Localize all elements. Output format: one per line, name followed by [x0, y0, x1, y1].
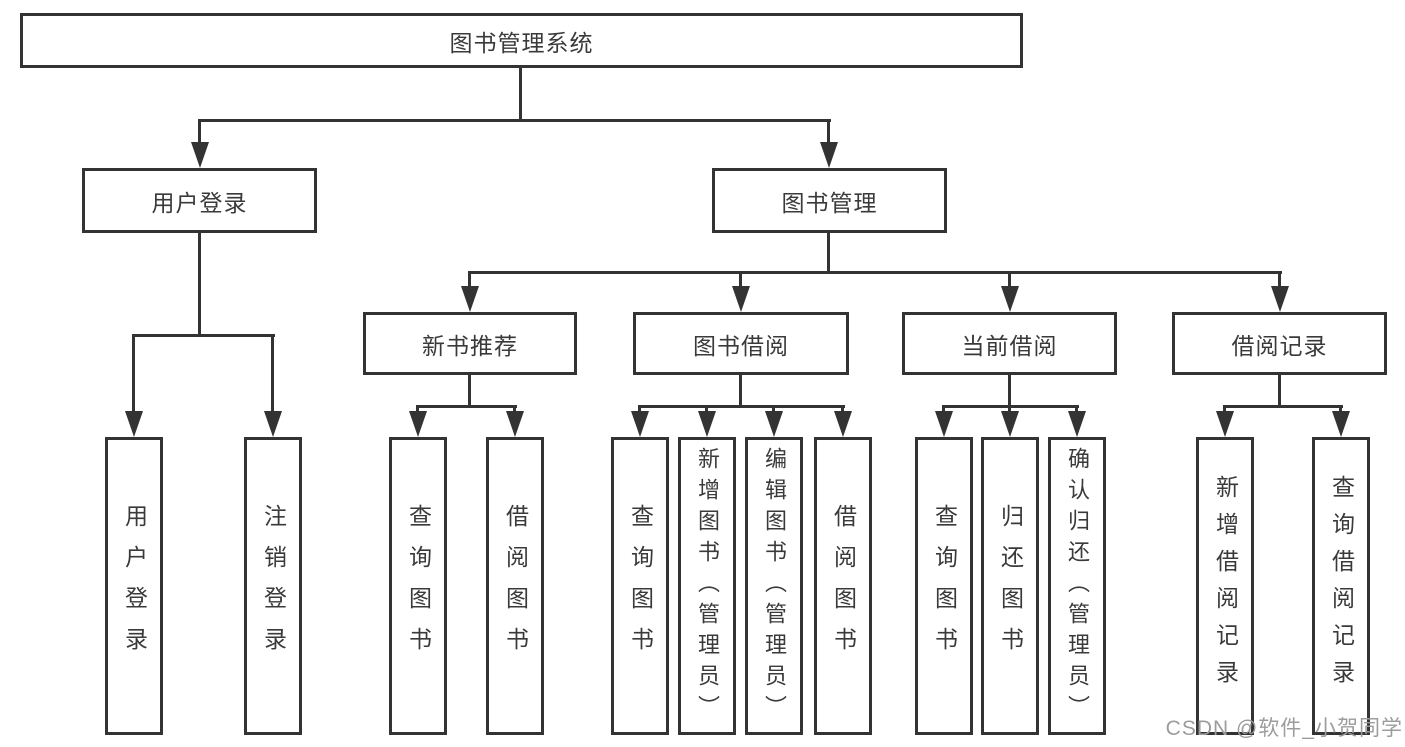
leaf-query-borrow-record: 查询借阅记录	[1312, 437, 1370, 735]
connector-current-borrow-stem	[1008, 375, 1011, 407]
connector-to-book-mgmt	[827, 119, 830, 145]
leaf-return-books-label: 归还图书	[997, 504, 1024, 668]
arrowhead-down-icon	[1332, 411, 1350, 437]
arrowhead-down-icon	[765, 411, 783, 437]
connector-leaf-stem	[1339, 405, 1342, 415]
node-current-borrow-label: 当前借阅	[961, 332, 1058, 359]
connector-book-borrow-stem	[739, 375, 742, 407]
arrowhead-down-icon	[1216, 411, 1234, 437]
connector-leaf-stem	[638, 405, 641, 415]
connector-root-stem	[519, 68, 522, 119]
arrowhead-down-icon	[1001, 286, 1019, 312]
connector-leaf-stem	[416, 405, 419, 415]
leaf-return-books: 归还图书	[981, 437, 1039, 735]
arrowhead-down-icon	[834, 411, 852, 437]
connector-to-leaf-user-login	[132, 334, 135, 416]
connector-level3-bar	[468, 271, 1282, 274]
leaf-edit-books-admin-label: 编辑图书（管理员）	[762, 446, 787, 726]
connector-to-user-login	[198, 119, 201, 145]
node-user-login: 用户登录	[82, 168, 317, 233]
connector-book-mgmt-stem	[827, 233, 830, 274]
connector-to-book-borrow	[739, 271, 742, 289]
node-borrow-records: 借阅记录	[1172, 312, 1387, 375]
connector-to-leaf-logout	[271, 334, 274, 416]
leaf-add-books-admin-label: 新增图书（管理员）	[695, 446, 720, 726]
connector-leaf-stem	[1008, 405, 1011, 415]
leaf-edit-books-admin: 编辑图书（管理员）	[745, 437, 803, 735]
node-current-borrow: 当前借阅	[902, 312, 1117, 375]
arrowhead-down-icon	[461, 286, 479, 312]
arrowhead-down-icon	[820, 142, 838, 168]
connector-to-new-book	[468, 271, 471, 289]
node-book-mgmt: 图书管理	[712, 168, 947, 233]
node-borrow-records-label: 借阅记录	[1231, 332, 1328, 359]
arrowhead-down-icon	[1271, 286, 1289, 312]
arrowhead-down-icon	[631, 411, 649, 437]
leaf-add-books-admin: 新增图书（管理员）	[678, 437, 736, 735]
node-book-borrow: 图书借阅	[633, 312, 849, 375]
connector-user-login-stem	[198, 233, 201, 337]
connector-leaf-stem	[942, 405, 945, 415]
connector-borrow-records-stem	[1278, 375, 1281, 407]
node-book-borrow-label: 图书借阅	[693, 332, 789, 359]
leaf-query-books-current: 查询图书	[915, 437, 973, 735]
connector-user-login-bar	[132, 334, 275, 337]
arrowhead-down-icon	[264, 411, 282, 437]
arrowhead-down-icon	[409, 411, 427, 437]
leaf-user-login: 用户登录	[105, 437, 163, 735]
arrowhead-down-icon	[191, 142, 209, 168]
connector-leaf-stem	[1075, 405, 1078, 415]
arrowhead-down-icon	[125, 411, 143, 437]
connector-to-current-borrow	[1008, 271, 1011, 289]
leaf-confirm-return-admin: 确认归还（管理员）	[1048, 437, 1106, 735]
connector-new-book-bar	[417, 405, 517, 408]
arrowhead-down-icon	[698, 411, 716, 437]
arrowhead-down-icon	[1068, 411, 1086, 437]
leaf-borrow-books-label: 借阅图书	[830, 504, 857, 668]
node-new-book-recommend-label: 新书推荐	[422, 332, 518, 359]
leaf-confirm-return-admin-label: 确认归还（管理员）	[1065, 446, 1090, 726]
connector-borrow-records-bar	[1223, 405, 1343, 408]
connector-book-borrow-bar	[638, 405, 845, 408]
connector-level1-bar	[198, 119, 831, 122]
leaf-user-login-label: 用户登录	[121, 504, 148, 668]
leaf-borrow-books: 借阅图书	[814, 437, 872, 735]
arrowhead-down-icon	[1001, 411, 1019, 437]
leaf-borrow-books-recommend-label: 借阅图书	[502, 504, 529, 668]
connector-leaf-stem	[1223, 405, 1226, 415]
connector-leaf-stem	[841, 405, 844, 415]
node-root-label: 图书管理系统	[449, 29, 594, 56]
connector-leaf-stem	[513, 405, 516, 415]
node-user-login-label: 用户登录	[151, 189, 248, 216]
arrowhead-down-icon	[935, 411, 953, 437]
leaf-query-books-borrow-label: 查询图书	[627, 504, 654, 668]
leaf-query-books-current-label: 查询图书	[931, 504, 958, 668]
leaf-add-borrow-record: 新增借阅记录	[1196, 437, 1254, 735]
leaf-query-borrow-record-label: 查询借阅记录	[1328, 475, 1355, 697]
connector-new-book-stem	[468, 375, 471, 407]
leaf-borrow-books-recommend: 借阅图书	[486, 437, 544, 735]
node-root: 图书管理系统	[20, 13, 1023, 68]
arrowhead-down-icon	[506, 411, 524, 437]
connector-to-borrow-records	[1278, 271, 1281, 289]
connector-leaf-stem	[772, 405, 775, 415]
csdn-watermark: CSDN @软件_小贺同学	[1165, 717, 1403, 740]
node-new-book-recommend: 新书推荐	[363, 312, 577, 375]
connector-leaf-stem	[705, 405, 708, 415]
leaf-add-borrow-record-label: 新增借阅记录	[1212, 475, 1239, 697]
leaf-logout-label: 注销登录	[260, 504, 287, 668]
arrowhead-down-icon	[732, 286, 750, 312]
leaf-logout: 注销登录	[244, 437, 302, 735]
leaf-query-books-borrow: 查询图书	[611, 437, 669, 735]
leaf-query-books-recommend: 查询图书	[389, 437, 447, 735]
leaf-query-books-recommend-label: 查询图书	[405, 504, 432, 668]
node-book-mgmt-label: 图书管理	[781, 189, 878, 216]
